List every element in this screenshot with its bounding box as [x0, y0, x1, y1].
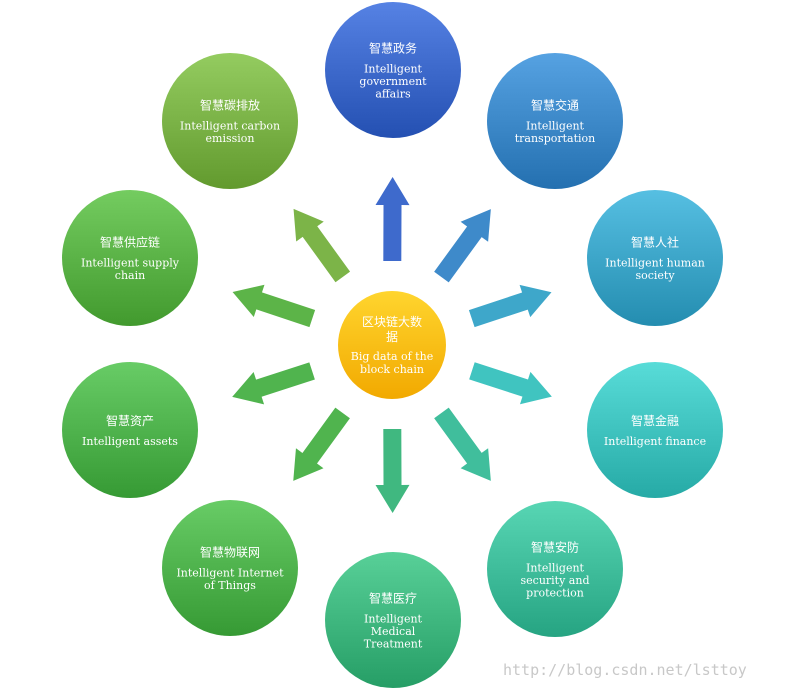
- node-title-government: 智慧政务: [369, 40, 417, 55]
- arrow-to-supply-chain: [232, 284, 316, 328]
- node-circle-security: [487, 501, 623, 637]
- center-node: 区块链大数 据 Big data of the block chain: [338, 291, 446, 399]
- arrow-to-carbon: [293, 208, 351, 283]
- node-subtitle-finance-1: Intelligent finance: [604, 435, 706, 448]
- node-subtitle-supply-chain-1: Intelligent supply: [81, 257, 180, 270]
- node-subtitle-security-1: Intelligent: [526, 561, 585, 574]
- node-subtitle-carbon-2: emission: [206, 132, 255, 145]
- node-subtitle-government-2: government: [359, 75, 427, 88]
- arrow-to-finance: [469, 362, 552, 405]
- node-assets: 智慧资产 Intelligent assets: [62, 362, 198, 498]
- arrow-to-assets: [232, 362, 315, 405]
- node-subtitle-transportation-1: Intelligent: [526, 120, 585, 133]
- node-subtitle-government-3: affairs: [375, 87, 411, 100]
- arrow-to-security: [434, 407, 491, 481]
- node-subtitle-medical-1: Intelligent: [364, 612, 423, 625]
- arrow-to-medical: [375, 428, 410, 513]
- node-subtitle-medical-2: Medical: [371, 625, 416, 638]
- node-title-transportation: 智慧交通: [531, 98, 579, 113]
- node-subtitle-iot-2: of Things: [204, 579, 256, 592]
- nodes-layer: 智慧政务Intelligentgovernmentaffairs智慧交通Inte…: [62, 2, 723, 688]
- node-subtitle-security-2: security and: [521, 574, 590, 587]
- arrow-to-iot: [293, 407, 350, 481]
- node-subtitle-security-3: protection: [526, 586, 584, 599]
- node-subtitle-iot-1: Intelligent Internet: [176, 567, 284, 580]
- node-title-iot: 智慧物联网: [200, 545, 260, 560]
- node-title-security: 智慧安防: [531, 539, 579, 554]
- center-zh-line-1: 区块链大数: [362, 314, 422, 329]
- node-subtitle-human-society-2: society: [635, 269, 675, 282]
- arrow-to-human-society: [468, 284, 552, 328]
- node-title-assets: 智慧资产: [106, 413, 154, 428]
- node-circle-transportation: [487, 53, 623, 189]
- node-title-medical: 智慧医疗: [369, 590, 417, 605]
- center-en-line-1: Big data of the: [351, 350, 433, 363]
- arrow-to-government: [375, 177, 410, 262]
- node-subtitle-government-1: Intelligent: [364, 62, 423, 75]
- node-title-finance: 智慧金融: [631, 413, 679, 428]
- node-title-carbon: 智慧碳排放: [200, 98, 260, 113]
- center-zh-line-2: 据: [386, 330, 398, 344]
- node-subtitle-assets-1: Intelligent assets: [82, 435, 178, 448]
- node-finance: 智慧金融 Intelligent finance: [587, 362, 723, 498]
- node-title-supply-chain: 智慧供应链: [100, 235, 160, 250]
- node-subtitle-supply-chain-2: chain: [115, 269, 145, 282]
- center-circle: [338, 291, 446, 399]
- node-circle-carbon: [162, 53, 298, 189]
- node-circle-medical: [325, 552, 461, 688]
- center-en-line-2: block chain: [360, 363, 424, 376]
- watermark-text: http://blog.csdn.net/lsttoy: [503, 661, 747, 679]
- node-circle-supply-chain: [62, 190, 198, 326]
- arrow-to-transportation: [434, 209, 491, 283]
- node-subtitle-medical-3: Treatment: [364, 637, 423, 650]
- node-subtitle-human-society-1: Intelligent human: [605, 257, 705, 270]
- node-subtitle-transportation-2: transportation: [515, 132, 596, 145]
- node-circle-human-society: [587, 190, 723, 326]
- node-circle-iot: [162, 500, 298, 636]
- node-circle-government: [325, 2, 461, 138]
- node-circle-assets: [62, 362, 198, 498]
- node-circle-finance: [587, 362, 723, 498]
- arrows-layer: [232, 177, 552, 513]
- node-title-human-society: 智慧人社: [631, 235, 679, 250]
- node-subtitle-carbon-1: Intelligent carbon: [180, 120, 280, 133]
